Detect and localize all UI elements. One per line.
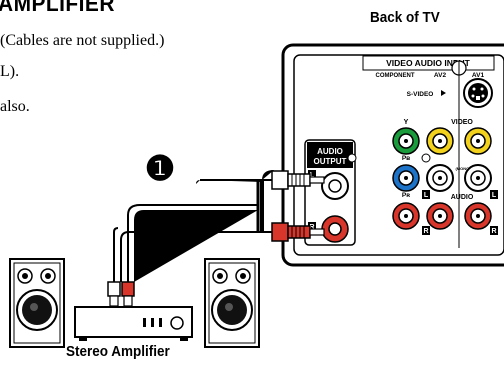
step-number-badge: ❶	[145, 150, 175, 188]
stereo-amplifier	[74, 306, 193, 341]
av2-audio-right-jack[interactable]	[426, 202, 454, 230]
av2-label: AV2	[434, 72, 447, 79]
av1-video-jack[interactable]	[464, 127, 492, 155]
av1-r-tag: R	[491, 228, 496, 235]
rca-audio-cable	[113, 170, 325, 282]
mono-label: (MONO)	[455, 166, 471, 171]
component-pr-jack[interactable]	[392, 202, 420, 230]
pr-label: Pʀ	[402, 192, 410, 199]
audio-output-right-jack[interactable]	[321, 215, 349, 243]
output-r-tag: R	[309, 224, 314, 231]
av1-audio-left-jack[interactable]	[464, 164, 492, 192]
component-label: COMPONENT	[376, 73, 415, 79]
audio-output-label-1: AUDIO	[317, 147, 343, 156]
av2-r-tag: R	[423, 228, 428, 235]
audio-output-label-2: OUTPUT	[314, 157, 347, 166]
svideo-label: S-VIDEO	[407, 91, 434, 98]
section-heading: AMPLIFIER	[0, 0, 115, 16]
amplifier-caption: Stereo Amplifier	[66, 343, 170, 360]
amplifier-plugs	[107, 281, 135, 307]
av1-audio-right-jack[interactable]	[464, 202, 492, 230]
y-label: Y	[404, 119, 409, 126]
left-speaker	[9, 258, 65, 348]
instruction-line-2: L).	[0, 63, 20, 80]
av2-audio-left-jack[interactable]	[426, 164, 454, 192]
audio-output-left-jack[interactable]	[321, 172, 349, 200]
component-pb-jack[interactable]	[392, 164, 420, 192]
output-l-tag: L	[310, 172, 315, 179]
av2-l-tag: L	[424, 192, 429, 199]
av2-video-jack[interactable]	[426, 127, 454, 155]
svideo-jack[interactable]	[463, 78, 493, 108]
instruction-line-1: (Cables are not supplied.)	[0, 32, 165, 49]
audio-label: AUDIO	[451, 194, 474, 201]
av1-label: AV1	[472, 72, 485, 79]
panel-header: VIDEO AUDIO INPUT	[386, 58, 471, 68]
component-y-jack[interactable]	[392, 127, 420, 155]
tv-back-panel: VIDEO AUDIO INPUT COMPONENT AV2 AV1 S-VI…	[281, 43, 504, 267]
right-speaker	[204, 258, 260, 348]
tv-caption: Back of TV	[370, 9, 440, 26]
av1-l-tag: L	[492, 192, 497, 199]
video-label: VIDEO	[451, 119, 473, 126]
pb-label: Pʙ	[402, 155, 410, 162]
instruction-line-3: also.	[0, 98, 30, 115]
